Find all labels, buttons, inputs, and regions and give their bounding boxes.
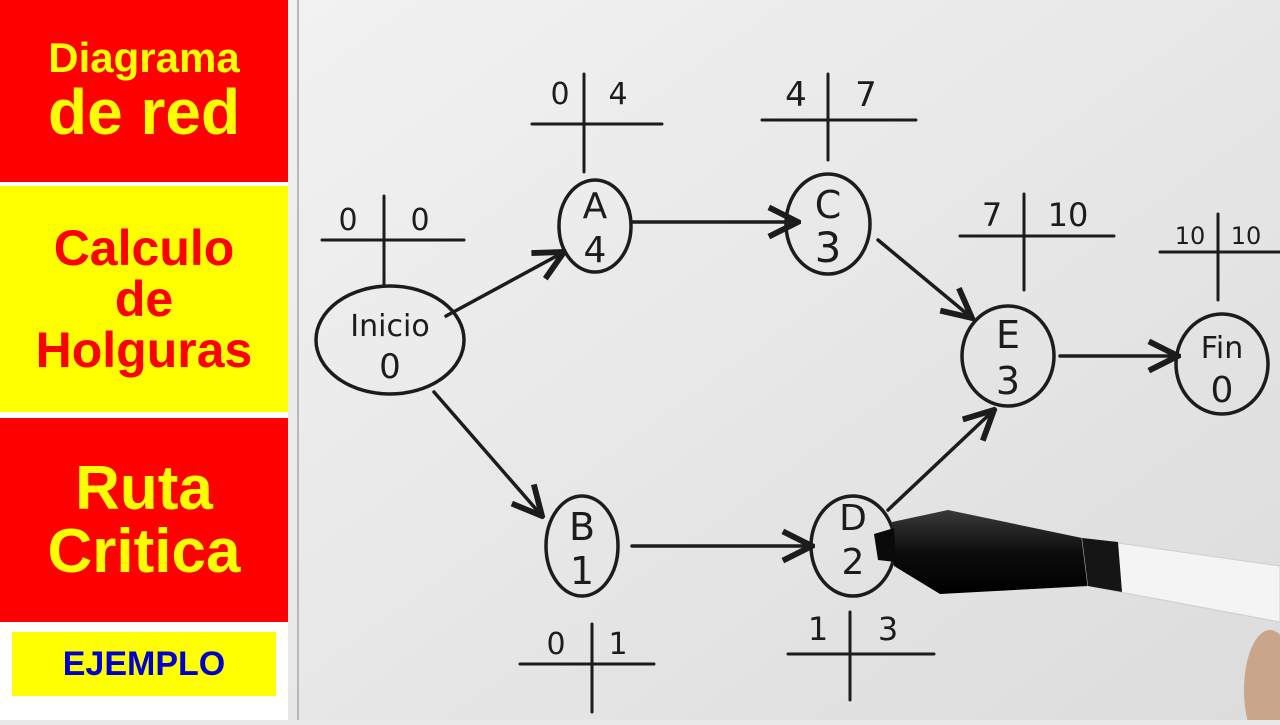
c-early-finish: 7: [855, 75, 877, 115]
subtitle-line-3: Holguras: [35, 321, 253, 378]
time-values: 0 0 0 4 4 7 7 10 10 10 0 1 1 3: [338, 75, 1261, 662]
time-crosses: [320, 72, 1280, 714]
node-e-name: E: [996, 313, 1020, 357]
critical-path-panel: Ruta Critica: [0, 418, 288, 622]
hand: [1244, 630, 1280, 725]
c-early-start: 4: [785, 75, 807, 115]
node-c-name: C: [815, 183, 842, 227]
marker-tip: [874, 528, 896, 562]
node-d-name: D: [839, 498, 867, 539]
inicio-early-finish: 0: [410, 203, 429, 238]
edge-d-e: [886, 410, 994, 512]
edges: [432, 222, 1178, 546]
edge-c-e: [876, 238, 972, 318]
title-sidebar: Diagrama de red Calculo de Holguras Ruta…: [0, 0, 288, 720]
title-line-1: Diagrama: [48, 33, 240, 81]
fin-early-start: 10: [1175, 222, 1206, 250]
node-fin-circle: [1174, 312, 1270, 416]
b-early-finish: 1: [608, 627, 627, 662]
node-labels: Inicio 0 A 4 B 1 C 3 D 2 E 3 Fin 0: [350, 183, 1243, 593]
node-inicio-name: Inicio: [350, 309, 429, 344]
critical-path-line-1: Ruta: [75, 453, 213, 523]
edge-inicio-b: [432, 390, 542, 516]
node-b-duration: 1: [570, 549, 594, 593]
marker-cap: [892, 510, 1088, 594]
e-early-finish: 10: [1048, 196, 1089, 234]
node-b-circle: [544, 494, 620, 598]
node-c-duration: 3: [815, 223, 842, 272]
a-early-finish: 4: [608, 77, 627, 112]
b-early-start: 0: [546, 627, 565, 662]
example-label: EJEMPLO: [62, 644, 226, 683]
paper-background: [288, 0, 1280, 720]
title-line-2: de red: [47, 75, 241, 148]
subtitle-line-2: de: [114, 270, 174, 327]
example-badge: EJEMPLO: [12, 632, 276, 696]
marker-pen: [874, 510, 1280, 623]
network-diagram: Inicio 0 A 4 B 1 C 3 D 2 E 3 Fin 0 0 0 0…: [288, 0, 1280, 725]
fin-early-finish: 10: [1231, 222, 1262, 250]
title-panel: Diagrama de red: [0, 0, 288, 182]
node-a-duration: 4: [584, 230, 607, 271]
d-early-finish: 3: [878, 610, 898, 648]
node-b-name: B: [569, 505, 595, 549]
node-fin-name: Fin: [1201, 331, 1243, 366]
d-early-start: 1: [808, 610, 828, 648]
node-e-circle: [960, 304, 1056, 408]
paper-board: Inicio 0 A 4 B 1 C 3 D 2 E 3 Fin 0 0 0 0…: [288, 0, 1280, 725]
edge-inicio-a: [444, 252, 564, 318]
node-a-circle: [557, 178, 633, 274]
node-inicio-circle: [314, 284, 466, 396]
node-fin-duration: 0: [1211, 370, 1234, 411]
node-d-duration: 2: [842, 542, 865, 583]
critical-path-line-2: Critica: [47, 517, 241, 586]
node-a-name: A: [583, 186, 608, 227]
a-early-start: 0: [550, 77, 569, 112]
subtitle-line-1: Calculo: [53, 219, 235, 276]
e-early-start: 7: [982, 196, 1002, 234]
node-inicio-duration: 0: [379, 347, 401, 387]
node-c-circle: [784, 172, 872, 276]
node-e-duration: 3: [996, 359, 1020, 403]
subtitle-panel: Calculo de Holguras: [0, 186, 288, 412]
inicio-early-start: 0: [338, 203, 357, 238]
marker-band: [1082, 538, 1122, 592]
